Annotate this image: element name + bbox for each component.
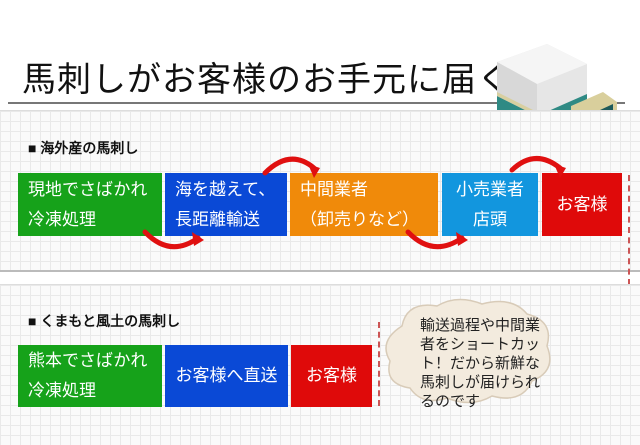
step-text: 熊本でさばかれ: [28, 351, 148, 370]
step-text: 長距離輸送: [175, 209, 260, 229]
step-text: 冷凍処理: [28, 209, 96, 229]
step-text: 現地でさばかれ: [28, 179, 148, 199]
step-text: 小売業者: [456, 179, 524, 199]
step-wholesaler: 中間業者 （卸売りなど）: [290, 173, 438, 236]
step-text: （卸売りなど）: [300, 209, 419, 229]
step-retailer: 小売業者店頭: [442, 173, 538, 236]
bubble-text: 輸送過程や中間業者をショートカット！だから新鮮な馬刺しが届けられるのです: [420, 317, 541, 410]
cloud-bubble: [385, 298, 551, 404]
step-text: 中間業者: [300, 179, 368, 199]
page-title: 馬刺しがお客様のお手元に届くまで: [22, 62, 582, 99]
title-divider: [8, 102, 625, 104]
step-text: 冷凍処理: [28, 381, 96, 400]
divider-dashed: [628, 175, 630, 285]
overseas-heading: ■ 海外産の馬刺し: [28, 140, 139, 156]
step-customer: お客様: [542, 173, 622, 236]
divider-dashed: [378, 322, 380, 406]
step-direct-delivery: お客様へ直送: [165, 345, 288, 407]
step-text: お客様: [306, 366, 357, 385]
step-text: 海を越えて、: [175, 179, 276, 199]
step-text: お客様へ直送: [175, 366, 278, 385]
kumamoto-heading: ■ くまもと風土の馬刺し: [28, 313, 181, 329]
step-text: 店頭: [473, 209, 507, 229]
step-customer: お客様: [291, 345, 372, 407]
step-text: お客様: [556, 194, 608, 214]
step-local-processing: 現地でさばかれ冷凍処理: [18, 173, 162, 236]
step-long-transport: 海を越えて、長距離輸送: [165, 173, 287, 236]
step-kumamoto-processing: 熊本でさばかれ冷凍処理: [18, 345, 162, 407]
